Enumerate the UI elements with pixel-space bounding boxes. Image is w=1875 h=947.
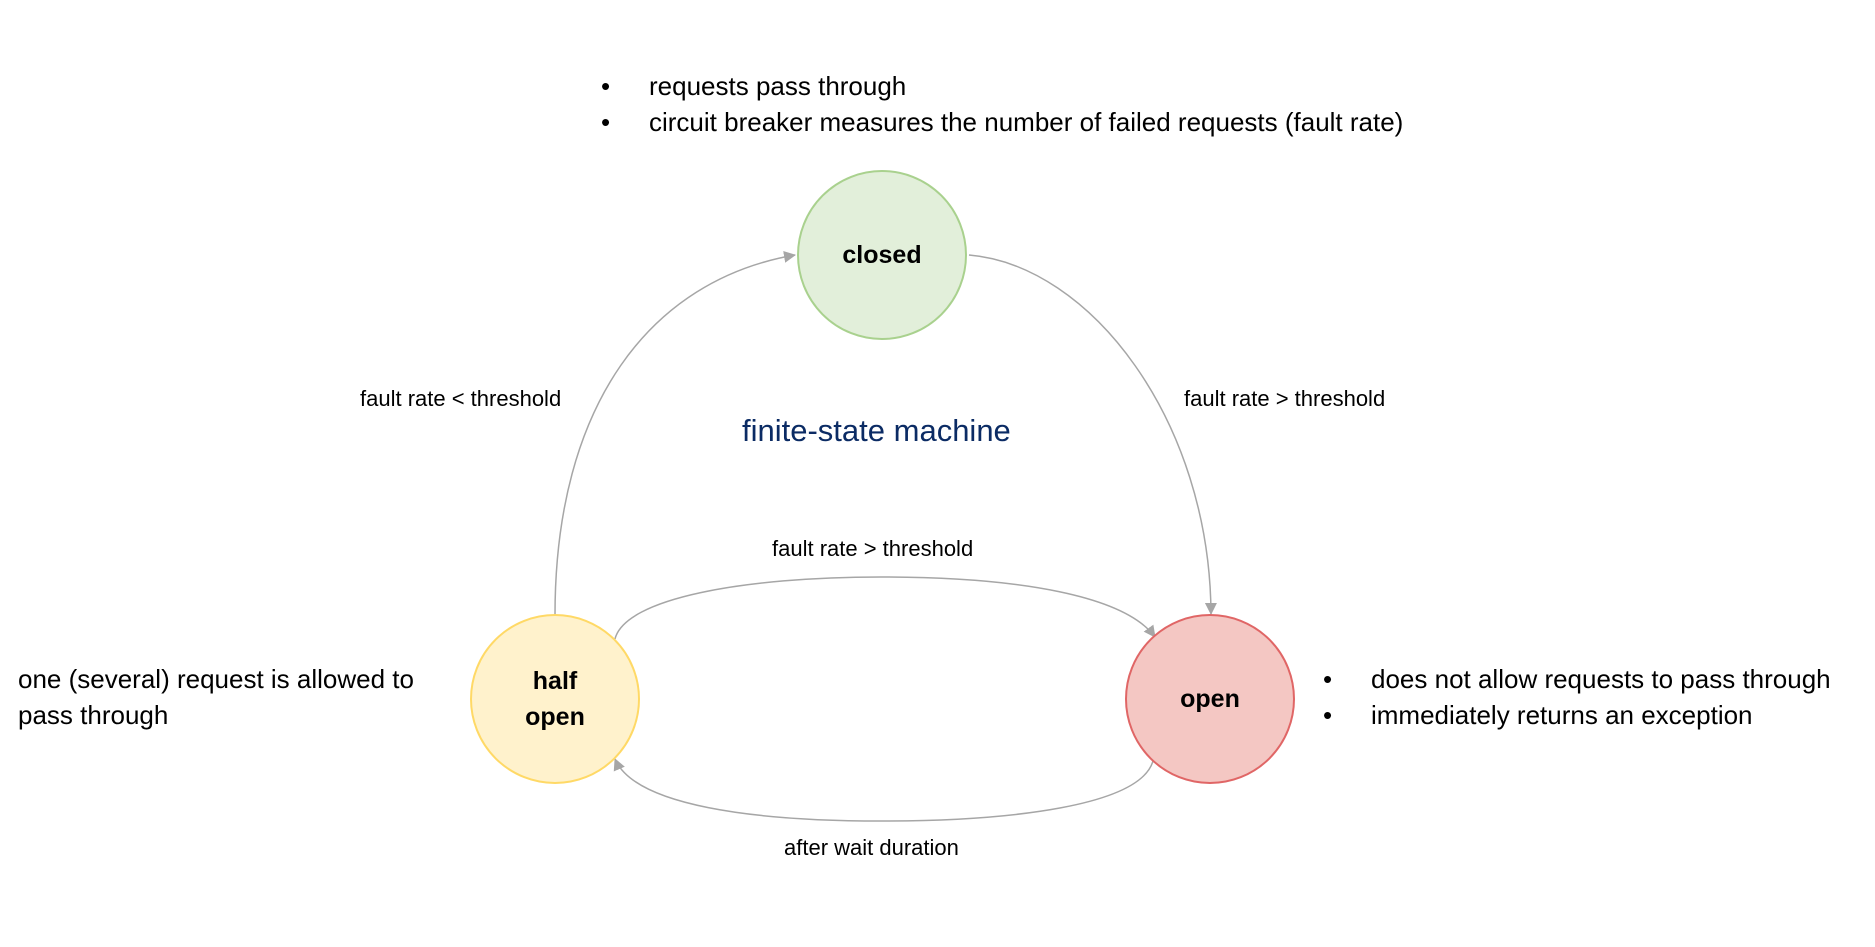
arrow-open-to-half-open <box>613 758 1154 822</box>
closed-note-item: requests pass through <box>601 68 1403 104</box>
arrow-half-open-to-open <box>614 576 1156 640</box>
center-title: finite-state machine <box>742 413 1011 448</box>
arrow-half-open-to-closed <box>554 250 796 616</box>
state-closed: closed <box>797 170 967 340</box>
label-closed-to-open: fault rate > threshold <box>1184 386 1386 411</box>
open-note-item: does not allow requests to pass through <box>1323 661 1831 697</box>
state-half-open: half open <box>470 614 640 784</box>
label-open-to-half-open: after wait duration <box>784 835 959 860</box>
half-open-note: one (several) request is allowed to pass… <box>18 664 414 730</box>
open-note-item: immediately returns an exception <box>1323 697 1831 733</box>
closed-state-notes: requests pass through circuit breaker me… <box>601 68 1403 140</box>
label-half-open-to-open: fault rate > threshold <box>772 536 974 561</box>
closed-note-item: circuit breaker measures the number of f… <box>601 104 1403 140</box>
arrow-closed-to-open <box>968 254 1217 615</box>
state-closed-label: closed <box>842 241 922 269</box>
state-open: open <box>1125 614 1295 784</box>
label-half-open-to-closed: fault rate < threshold <box>360 386 562 411</box>
state-half-open-label: half open <box>525 667 585 731</box>
open-state-notes: does not allow requests to pass through … <box>1323 661 1831 733</box>
state-open-label: open <box>1180 685 1240 713</box>
